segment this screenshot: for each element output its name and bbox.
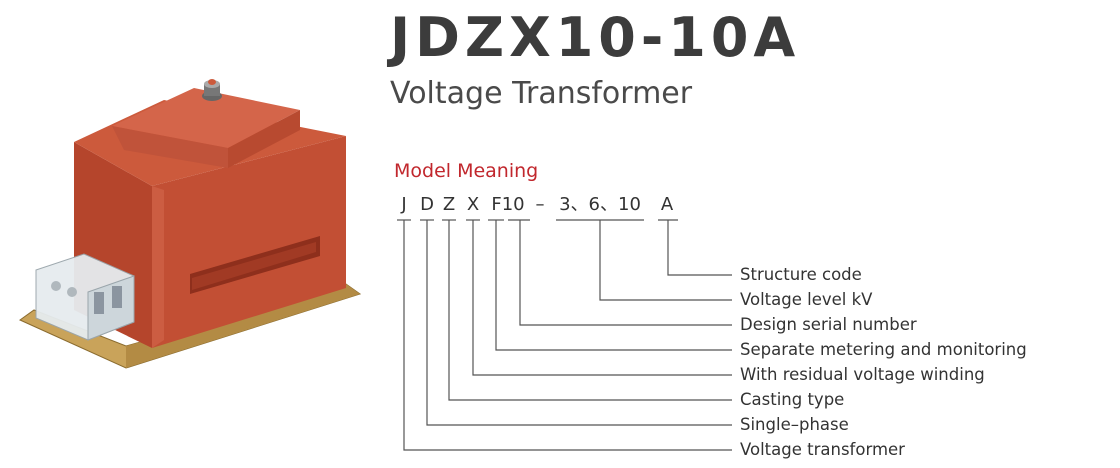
code-char-dash: – [535, 194, 545, 215]
product-title: JDZX10-10A [390, 6, 801, 69]
leader-separate-metering [495, 220, 732, 351]
model-meaning-diagram [397, 219, 732, 451]
product-subtitle: Voltage Transformer [390, 76, 693, 111]
meaning-structure-code: Structure code [740, 265, 862, 284]
transformer-product-image [19, 79, 362, 369]
leader-residual-winding [472, 220, 732, 376]
meaning-single-phase: Single–phase [740, 415, 849, 434]
leader-voltage-level [599, 220, 732, 301]
meaning-separate-metering: Separate metering and monitoring [740, 340, 1027, 359]
meaning-voltage-transformer: Voltage transformer [740, 440, 905, 459]
meaning-design-serial: Design serial number [740, 315, 917, 334]
code-char-voltage: 3、6、10 [559, 194, 641, 215]
meaning-residual-winding: With residual voltage winding [740, 365, 985, 384]
code-char-j: J [401, 194, 407, 215]
code-char-f10: F10 [491, 194, 525, 215]
code-char-z: Z [442, 194, 456, 215]
leader-design-serial [519, 220, 732, 326]
meaning-voltage-level: Voltage level kV [740, 290, 873, 309]
code-char-x: X [466, 194, 480, 215]
leader-casting-type [448, 220, 732, 401]
meaning-casting-type: Casting type [740, 390, 845, 409]
code-char-d: D [420, 194, 434, 215]
model-meaning-heading: Model Meaning [394, 160, 539, 182]
leader-voltage-transformer [403, 220, 732, 451]
leader-single-phase [426, 220, 732, 426]
code-char-a: A [660, 194, 674, 215]
leader-structure-code [667, 220, 732, 276]
